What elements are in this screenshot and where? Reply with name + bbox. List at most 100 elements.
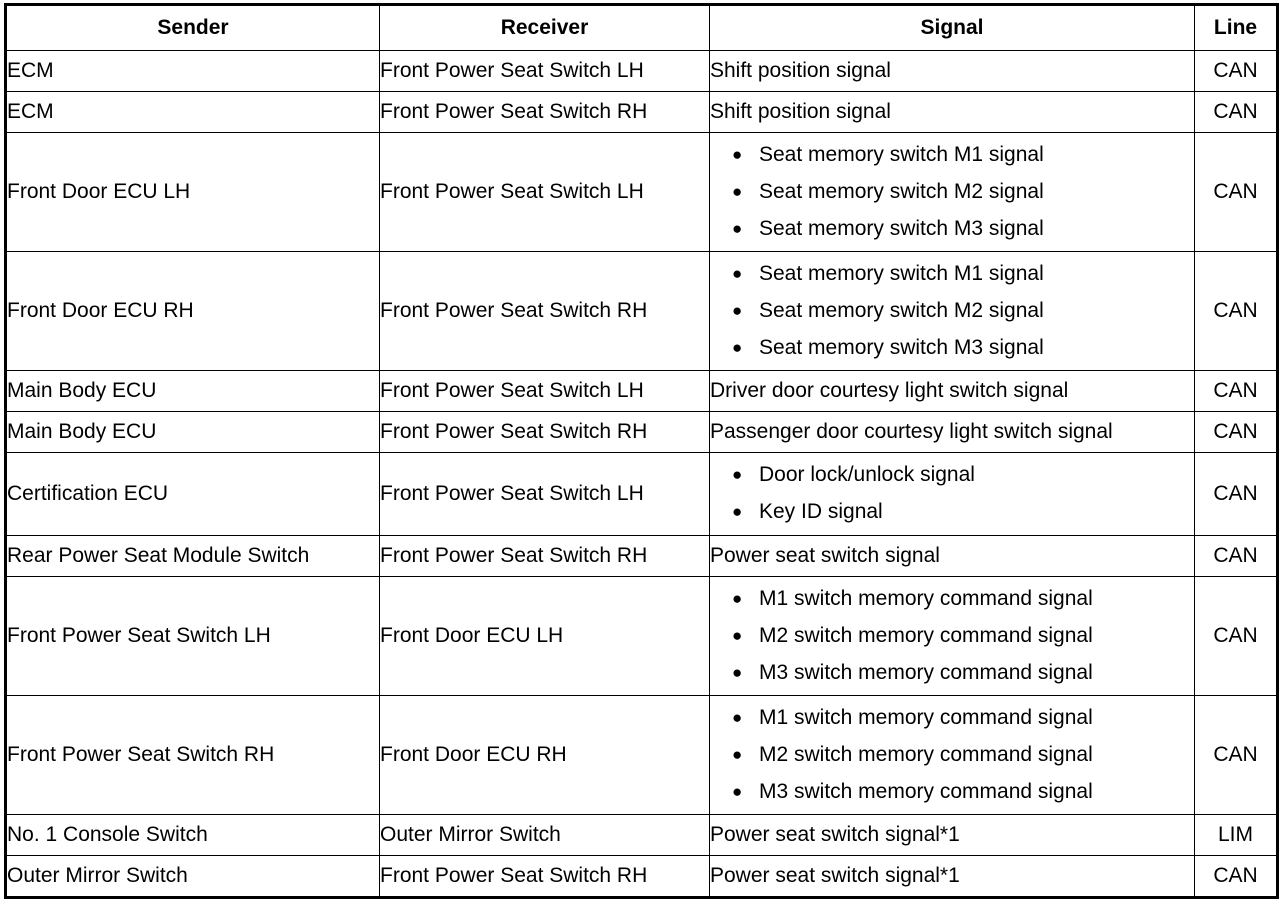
cell-line: CAN [1194,411,1278,453]
cell-signal: ● M1 switch memory command signal ● M2 swit… [709,576,1195,696]
bullet-dot-icon: ● [732,781,743,801]
cell-line: CAN [1194,132,1278,252]
signal-bullet-label: M3 switch memory command signal [759,779,1093,803]
signal-bullet-item: ●Seat memory switch M2 signal [732,293,1194,329]
signal-bullet-label: M3 switch memory command signal [759,660,1093,684]
cell-receiver: Front Door ECU LH [379,576,710,696]
signal-bullet-label: M2 switch memory command signal [759,623,1093,647]
cell-receiver: Outer Mirror Switch [379,814,710,856]
cell-sender: Certification ECU [5,452,380,536]
bullet-dot-icon: ● [732,502,743,521]
signal-bullet-label: Seat memory switch M3 signal [759,216,1044,240]
signal-bullet-item: ●M1 switch memory command signal [732,700,1194,736]
cell-sender: Main Body ECU [5,411,380,453]
cell-sender: Rear Power Seat Module Switch [5,535,380,577]
cell-signal: Driver door courtesy light switch signal [709,370,1195,412]
signal-bullet-item: ● Seat memory switch M1 signal [732,137,1194,173]
bullet-dot-icon: ● [732,181,743,201]
bullet-dot-icon: ● [732,662,743,682]
cell-receiver: Front Power Seat Switch RH [379,91,710,133]
bullet-dot-icon: ● [732,465,743,484]
signal-bullet-item: ● M3 switch memory command signal [732,655,1194,691]
cell-signal: ● Seat memory switch M1 signal ● Seat memor… [709,132,1195,252]
bullet-dot-icon: ● [732,707,743,727]
signal-bullet-label: Seat memory switch M1 signal [759,261,1044,285]
cell-line: CAN [1194,251,1278,371]
signal-bullet-label: M2 switch memory command signal [759,742,1093,766]
cell-signal: Power seat switch signal*1 [709,814,1195,856]
signal-bullet-label: M1 switch memory command signal [759,586,1093,610]
cell-line: CAN [1194,91,1278,133]
bullet-dot-icon: ● [732,144,743,164]
cell-signal: Shift position signal [709,50,1195,92]
signal-bullet-label: Seat memory switch M2 signal [759,298,1044,322]
cell-line: CAN [1194,695,1278,815]
cell-sender: ECM [5,91,380,133]
cell-signal: Shift position signal [709,91,1195,133]
signal-bullet-item: ● Seat memory switch M2 signal [732,174,1194,210]
signal-bullet-item: ● M2 switch memory command signal [732,737,1194,773]
cell-signal: Power seat switch signal*1 [709,855,1195,898]
bullet-dot-icon: ● [732,625,743,645]
column-header-receiver: Receiver [379,4,710,51]
cell-line: CAN [1194,535,1278,577]
cell-receiver: Front Power Seat Switch LH [379,370,710,412]
table-header: Sender Receiver Signal Line [5,4,1278,51]
cell-receiver: Front Power Seat Switch LH [379,132,710,252]
signal-bullet-label: Seat memory switch M3 signal [759,335,1044,359]
signal-bullet-label: Key ID signal [759,500,883,523]
signal-bullet-list: ●M1 switch memory command signal●M2 swit… [710,700,1194,810]
signal-bullet-list: ● Seat memory switch M1 signal ● Seat memor… [710,137,1194,247]
signal-bullet-item: ● M3 switch memory command signal [732,774,1194,810]
cell-receiver: Front Power Seat Switch LH [379,452,710,536]
signal-bullet-label: Seat memory switch M2 signal [759,179,1044,203]
cell-sender: Front Door ECU RH [5,251,380,371]
cell-receiver: Front Power Seat Switch LH [379,50,710,92]
signal-bullet-list: ● M1 switch memory command signal ● M2 swit… [710,581,1194,691]
cell-sender: Main Body ECU [5,370,380,412]
bullet-dot-icon: ● [732,744,743,764]
header-row: Sender Receiver Signal Line [5,4,1278,51]
column-header-line: Line [1194,4,1278,51]
signal-bullet-item: ● Seat memory switch M3 signal [732,330,1194,366]
signal-bullet-item: ● M2 switch memory command signal [732,618,1194,654]
cell-line: LIM [1194,814,1278,856]
cell-sender: No. 1 Console Switch [5,814,380,856]
cell-signal: ●Seat memory switch M1 signal●Seat memor… [709,251,1195,371]
cell-sender: Outer Mirror Switch [5,855,380,898]
signal-bullet-list: ● Door lock/unlock signal ● Key ID signal [710,457,1194,530]
signal-bullet-label: Seat memory switch M1 signal [759,142,1044,166]
signal-bullet-list: ●Seat memory switch M1 signal●Seat memor… [710,256,1194,366]
signal-bullet-label: Door lock/unlock signal [759,463,975,486]
signal-bullet-item: ● M1 switch memory command signal [732,581,1194,617]
cell-line: CAN [1194,855,1278,898]
cell-receiver: Front Door ECU RH [379,695,710,815]
cell-receiver: Front Power Seat Switch RH [379,411,710,453]
cell-sender: Front Power Seat Switch LH [5,576,380,696]
column-header-signal: Signal [709,4,1195,51]
bullet-dot-icon: ● [732,337,743,357]
cell-line: CAN [1194,576,1278,696]
signal-bullet-item: ●Seat memory switch M1 signal [732,256,1194,292]
cell-sender: Front Door ECU LH [5,132,380,252]
cell-receiver: Front Power Seat Switch RH [379,251,710,371]
cell-sender: ECM [5,50,380,92]
signal-bullet-item: ● Key ID signal [732,494,1194,530]
cell-receiver: Front Power Seat Switch RH [379,535,710,577]
column-header-sender: Sender [5,4,380,51]
cell-signal: ●M1 switch memory command signal●M2 swit… [709,695,1195,815]
bullet-dot-icon: ● [732,588,743,608]
